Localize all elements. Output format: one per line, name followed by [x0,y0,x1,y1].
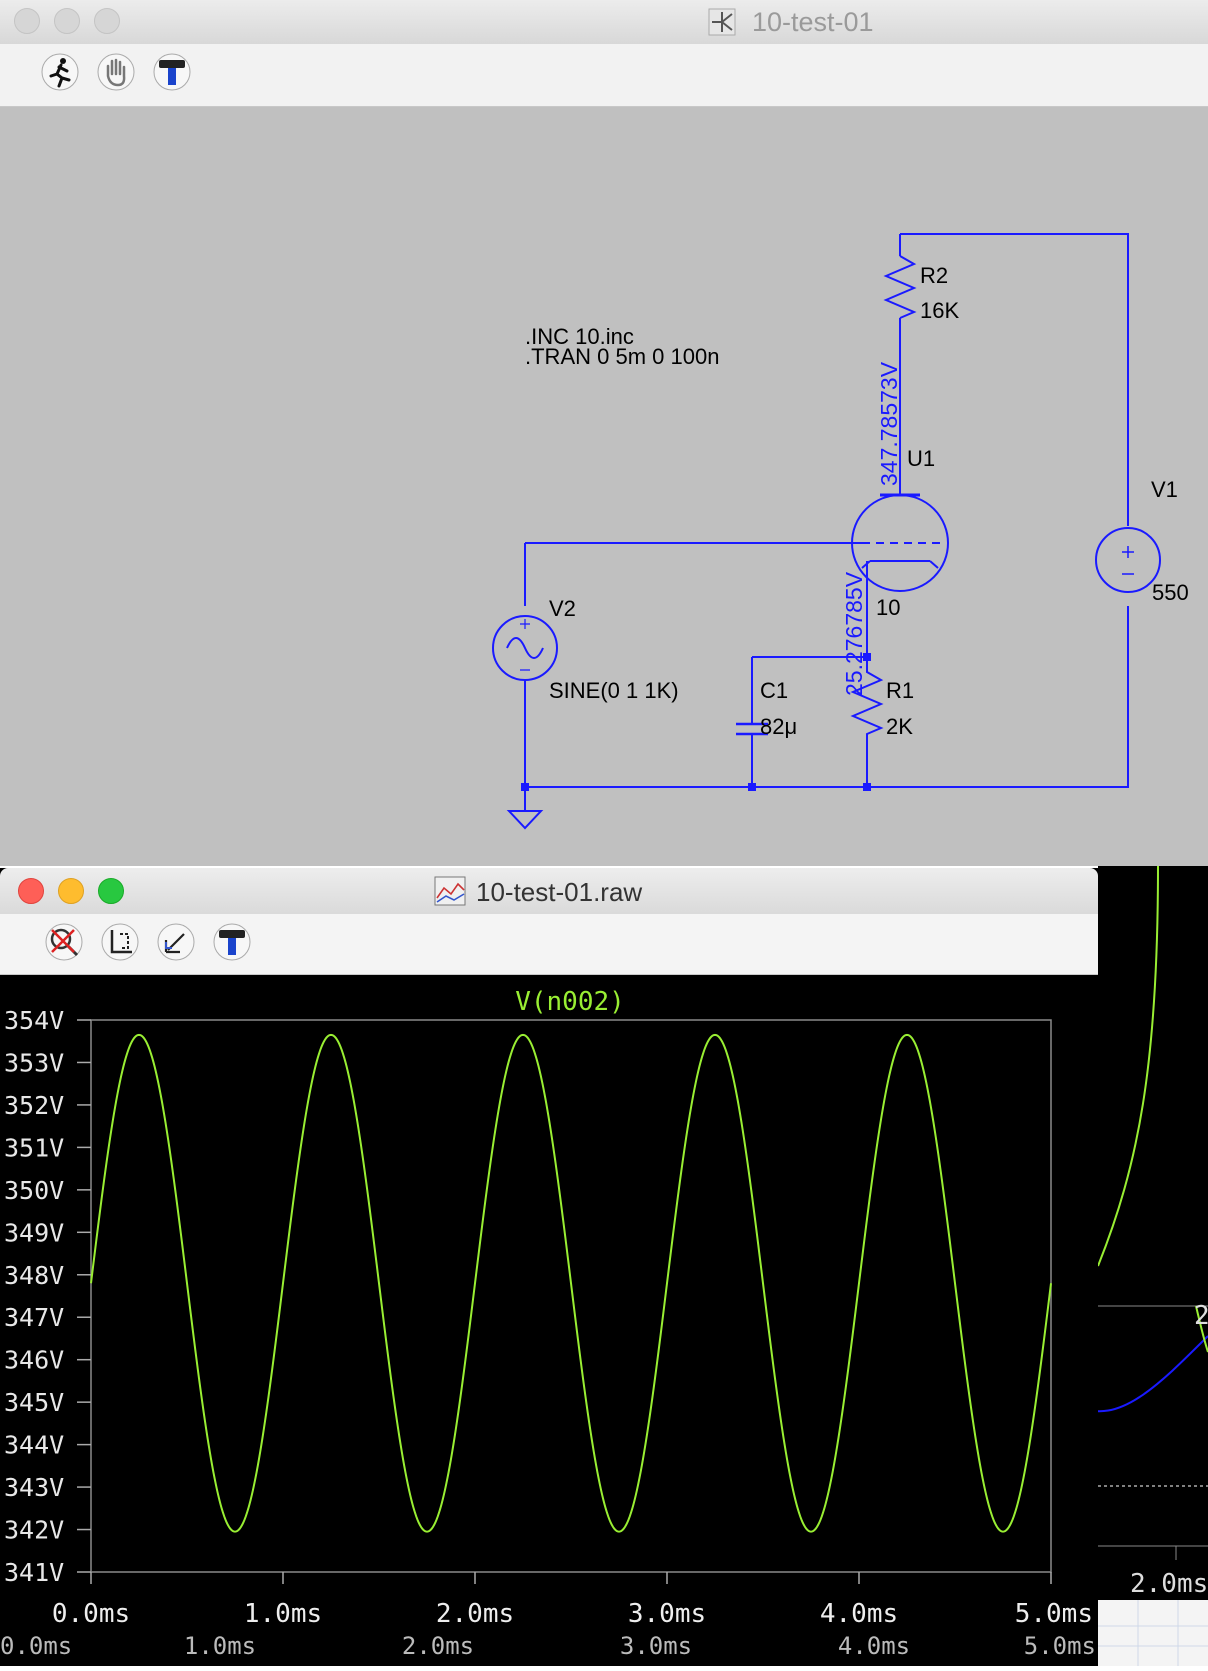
directive-inc[interactable]: .INC 10.inc [525,324,634,349]
v2-name: V2 [549,596,576,621]
r1-name: R1 [886,678,914,703]
v2-value: SINE(0 1 1K) [549,678,679,703]
y-axis: 354V 353V 352V 351V 350V 349V 348V 347V 346V 345V… [4,1006,91,1587]
directive-tran[interactable]: .TRAN 0 5m 0 100n [525,344,719,369]
background-y-tick: 2 [1194,1301,1208,1331]
junctions [521,653,871,791]
plate-voltage-label: 347.78573V [876,361,902,486]
resistor-r1[interactable] [850,657,884,787]
run-icon[interactable] [40,52,80,92]
schematic-titlebar: 10-test-01 [0,0,1208,45]
schematic-canvas[interactable]: .INC 10.inc .TRAN 0 5m 0 100n R2 16K U1 … [0,106,1208,866]
x-tick-label: 4.0ms [820,1599,898,1629]
x-axis: 0.0ms 1.0ms 2.0ms 3.0ms 4.0ms 5.0ms 0.0ms 1.0ms… [0,1572,1096,1660]
waveform-window-title: 10-test-01.raw [476,877,643,907]
y-tick-label: 349V [4,1218,64,1247]
close-button[interactable] [14,8,40,34]
wire-ground-bus [525,606,1129,788]
background-waveform-window: 2.0ms 2 [1077,865,1208,1666]
y-tick-label: 352V [4,1091,64,1120]
waveform-doc-icon [434,876,466,906]
y-tick-label: 342V [4,1516,64,1545]
r1-value: 2K [886,714,913,739]
schematic-doc-icon [708,8,736,36]
autorange-icon[interactable] [100,922,140,962]
trace-label[interactable]: V(n002) [515,987,625,1017]
background-x-tick-label: 0.0ms [0,1632,72,1660]
c1-value: 82μ [760,714,797,739]
v1-value: 550 [1152,580,1189,605]
v2-polarity [520,619,530,671]
resistor-r2[interactable] [883,255,917,319]
background-x-tick-label: 3.0ms [620,1632,692,1660]
background-x-tick-label: 4.0ms [838,1632,910,1660]
x-tick-label: 3.0ms [628,1599,706,1629]
window-title: 10-test-01 [752,7,874,37]
y-tick-label: 353V [4,1048,64,1077]
r2-value: 16K [920,298,959,323]
minimize-button[interactable] [58,878,84,904]
hammer-icon[interactable] [152,52,192,92]
ground-symbol [506,787,544,830]
wire-top [900,233,1129,526]
schematic-window: 10-test-01 [0,0,1208,866]
background-x-tick-label: 1.0ms [184,1632,256,1660]
hammer-icon[interactable] [212,922,252,962]
u1-value: 10 [876,595,900,620]
r2-name: R2 [920,263,948,288]
y-tick-label: 354V [4,1006,64,1035]
y-tick-label: 346V [4,1346,64,1375]
x-tick-label: 0.0ms [52,1599,130,1629]
background-x-tick-label: 5.0ms [1024,1632,1096,1660]
y-tick-label: 344V [4,1431,64,1460]
sine-icon [506,637,544,659]
x-tick-label: 2.0ms [436,1599,514,1629]
y-tick-label: 347V [4,1303,64,1332]
zoom-back-icon[interactable] [156,922,196,962]
trace-v-n002[interactable] [90,1033,1052,1533]
cathode-voltage-label: 25.276785V [841,571,867,696]
plot-frame [90,1019,1052,1573]
background-x-tick: 2.0ms [1130,1569,1208,1599]
schematic-toolbar [0,44,1208,107]
y-tick-label: 345V [4,1388,64,1417]
u1-name: U1 [907,446,935,471]
close-button[interactable] [18,878,44,904]
source-v1[interactable] [1095,527,1161,593]
y-tick-label: 341V [4,1558,64,1587]
background-x-tick-label: 2.0ms [402,1632,474,1660]
waveform-titlebar: 10-test-01.raw [0,868,1098,915]
y-tick-label: 348V [4,1261,64,1290]
x-tick-label: 1.0ms [244,1599,322,1629]
y-tick-label: 351V [4,1133,64,1162]
zoom-button[interactable] [98,878,124,904]
zoom-button[interactable] [94,8,120,34]
v1-name: V1 [1151,477,1178,502]
background-plot: 2.0ms 2 [1077,865,1208,1666]
waveform-toolbar [0,914,1098,975]
x-tick-label: 5.0ms [1015,1599,1093,1629]
y-tick-label: 350V [4,1176,64,1205]
zoom-cancel-icon[interactable] [44,922,84,962]
c1-name: C1 [760,678,788,703]
minimize-button[interactable] [54,8,80,34]
waveform-plot[interactable]: V(n002) 354V 353V 352V 351V 350V 349V 348V 347V… [0,974,1098,1666]
pan-hand-icon[interactable] [96,52,136,92]
v1-polarity [1122,546,1134,575]
y-tick-label: 343V [4,1473,64,1502]
